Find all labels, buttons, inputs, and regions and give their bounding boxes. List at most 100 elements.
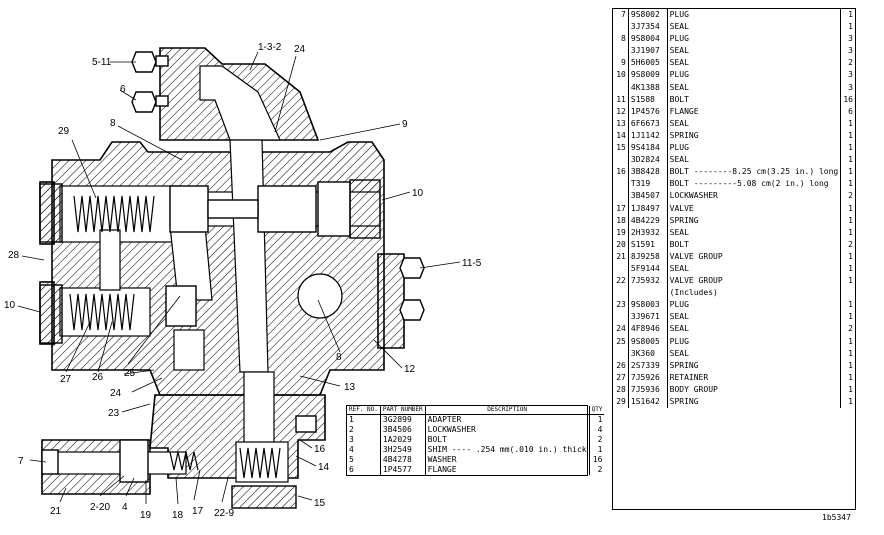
- part-number-cell: 3K360: [628, 347, 668, 360]
- quantity-cell: 1: [840, 202, 855, 215]
- description-cell: SEAL: [669, 58, 689, 68]
- ref-cell: 13: [613, 117, 629, 130]
- ref-cell: 22: [613, 275, 629, 288]
- callout-label: 21: [50, 506, 62, 517]
- ref-cell: [613, 178, 629, 191]
- description-cell: VALVE GROUP: [669, 251, 723, 261]
- part-number-cell: 8J9258: [628, 250, 668, 263]
- ref-cell: [613, 262, 629, 276]
- column-header-part: PART NUMBER: [380, 406, 426, 415]
- quantity-cell: 2: [597, 465, 603, 474]
- description-cell: SEAL: [669, 82, 689, 92]
- description-cell: SEAL: [669, 22, 689, 32]
- description-cell: SPRING: [669, 130, 699, 140]
- description-cell: WASHER: [425, 455, 590, 465]
- quantity-cell: 1: [840, 250, 855, 263]
- quantity-cell: 2: [840, 57, 855, 70]
- part-number-cell: 9S8005: [628, 335, 668, 348]
- springs: [69, 195, 281, 479]
- description-cell: FLANGE: [425, 465, 590, 475]
- quantity-cell: 3: [840, 81, 855, 94]
- part-number-cell: S1591: [628, 238, 668, 251]
- description-cell: SEAL: [669, 227, 689, 237]
- part-number-cell: 1P4577: [380, 465, 426, 475]
- ref-cell: [613, 287, 629, 300]
- quantity-cell: 1: [840, 142, 855, 155]
- quantity-cell: 3: [840, 33, 855, 46]
- callout-label: 8: [336, 352, 342, 363]
- part-number-cell: 9S8009: [628, 69, 668, 82]
- ref-cell: 4: [347, 445, 381, 455]
- table-row: (Includes): [613, 287, 855, 300]
- description-cell: SPRING: [669, 397, 699, 406]
- callout-label: 4: [122, 502, 128, 513]
- ref-cell: 21: [613, 250, 629, 263]
- ref-cell: 17: [613, 202, 629, 215]
- callout-label: 13: [344, 382, 356, 393]
- quantity-cell: 1: [840, 311, 855, 324]
- callout-label: 1-3-2: [258, 42, 282, 53]
- description-cell: PLUG: [669, 300, 689, 310]
- description-cell: PLUG: [669, 10, 689, 19]
- description-cell: SHIM ---- .254 mm(.010 in.) thick: [425, 445, 590, 455]
- callout-label: 15: [314, 498, 326, 509]
- ref-cell: 11: [613, 93, 629, 106]
- description-cell: VALVE: [669, 203, 694, 213]
- spool-and-plugs: [39, 179, 381, 509]
- callout-label: 16: [314, 444, 326, 455]
- quantity-cell: 3: [840, 45, 855, 58]
- ref-cell: 7: [613, 9, 629, 22]
- ref-cell: 27: [613, 371, 629, 384]
- ref-cell: 26: [613, 359, 629, 372]
- ref-cell: 19: [613, 226, 629, 239]
- description-cell: LOCKWASHER: [425, 425, 590, 435]
- part-number-cell: 3B8428: [628, 166, 668, 179]
- callout-label: 7: [18, 456, 24, 467]
- ref-cell: [613, 45, 629, 58]
- description-cell: PLUG: [669, 336, 689, 346]
- description-cell: SEAL: [669, 155, 689, 165]
- callout-label: 10: [412, 188, 424, 199]
- description-cell: BOLT --------8.25 cm(3.25 in.) long: [669, 167, 839, 177]
- ref-cell: 23: [613, 299, 629, 312]
- figure-number: 1b5347: [822, 513, 851, 522]
- quantity-cell: 1: [840, 383, 855, 396]
- description-cell: SEAL: [669, 46, 689, 56]
- part-number-cell: 7J5926: [628, 371, 668, 384]
- description-cell: SEAL: [669, 312, 689, 322]
- quantity-cell: 1: [840, 21, 855, 34]
- callout-label: 10: [4, 300, 16, 311]
- description-cell: SEAL: [669, 324, 689, 334]
- ref-cell: 14: [613, 129, 629, 143]
- part-number-cell: [628, 287, 668, 300]
- ref-cell: 28: [613, 383, 629, 396]
- part-number-cell: 1J8497: [628, 202, 668, 215]
- ref-cell: 8: [613, 33, 629, 46]
- ref-cell: 29: [613, 396, 629, 409]
- ref-cell: [613, 311, 629, 324]
- callout-label: 24: [294, 44, 306, 55]
- quantity-cell: 2: [840, 323, 855, 336]
- ref-cell: 5: [347, 455, 381, 465]
- part-number-cell: 2H3932: [628, 226, 668, 239]
- description-cell: PLUG: [669, 143, 689, 153]
- quantity-cell: 1: [840, 275, 855, 288]
- quantity-cell: 6: [840, 105, 855, 118]
- quantity-cell: 1: [840, 129, 855, 143]
- quantity-cell: 16: [840, 93, 855, 106]
- callout-label: 24: [110, 388, 122, 399]
- callout-label: 11-5: [462, 258, 482, 269]
- description-cell: BOLT: [669, 239, 689, 249]
- ref-cell: [613, 21, 629, 34]
